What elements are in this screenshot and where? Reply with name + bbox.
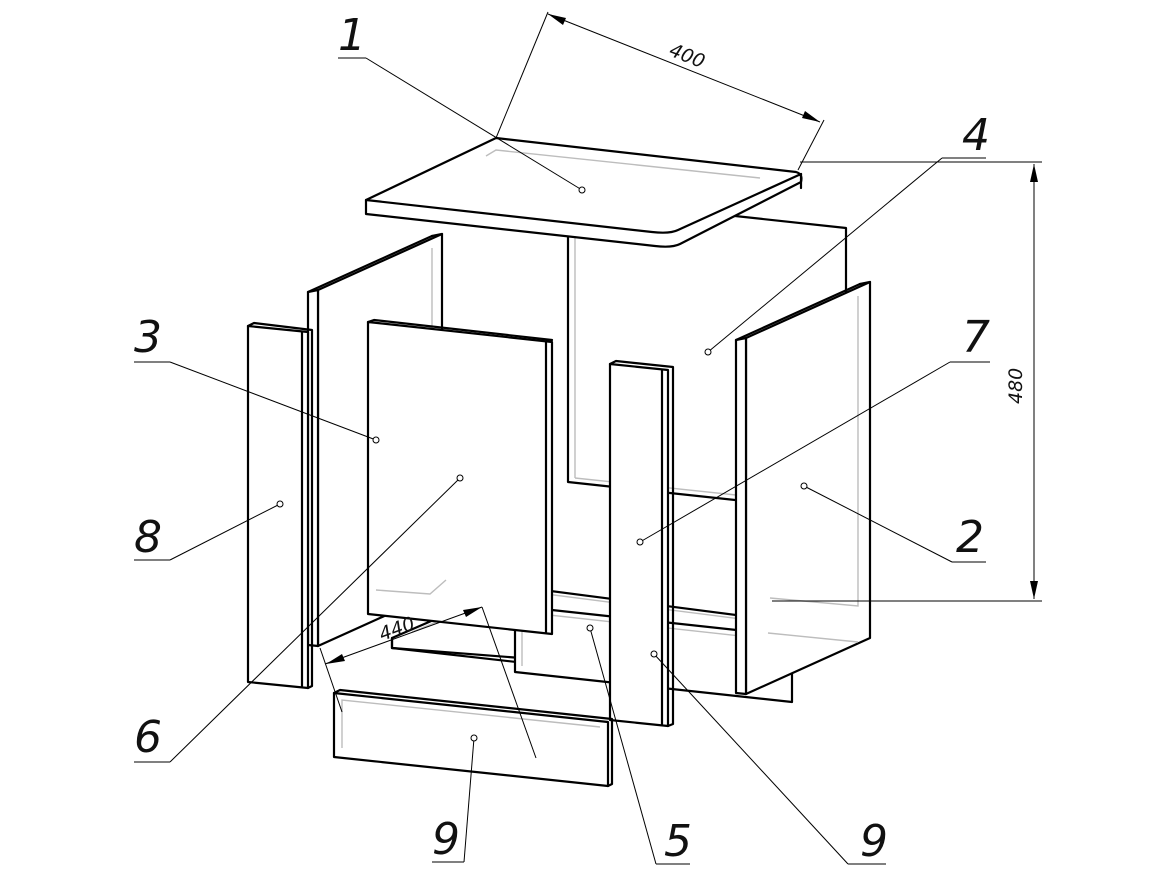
rail-8 bbox=[246, 321, 314, 690]
callout-labels: 1 4 3 7 8 2 6 9 5 9 bbox=[134, 10, 990, 867]
dimension-height: 480 bbox=[772, 161, 1042, 602]
callout-5: 5 bbox=[664, 816, 692, 867]
callout-8: 8 bbox=[134, 512, 162, 563]
callout-9-front: 9 bbox=[432, 814, 460, 865]
callout-6: 6 bbox=[134, 712, 162, 763]
callout-2: 2 bbox=[956, 512, 984, 563]
callout-7: 7 bbox=[962, 312, 990, 363]
callout-1: 1 bbox=[338, 10, 366, 61]
callout-3: 3 bbox=[134, 312, 162, 363]
callout-9-rear: 9 bbox=[860, 816, 888, 867]
dimension-height-label: 480 bbox=[1005, 368, 1027, 404]
callout-4: 4 bbox=[962, 110, 990, 161]
leaders bbox=[134, 57, 990, 865]
dimension-width-label: 400 bbox=[666, 39, 708, 73]
